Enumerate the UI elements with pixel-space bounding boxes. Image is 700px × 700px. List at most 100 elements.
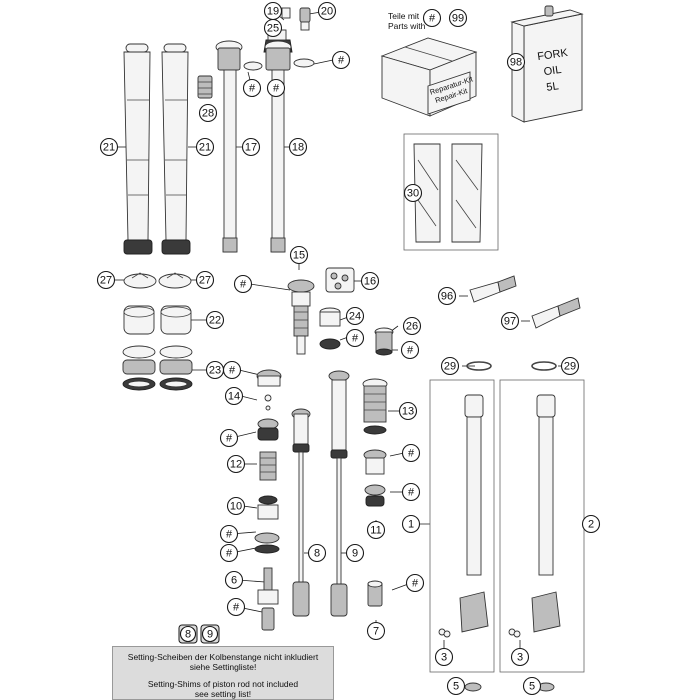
callout-label: # [226,529,233,541]
callout-hash-19: # [345,328,365,348]
callout-14-23: 14 [224,386,244,406]
callout-30-52: 30 [403,183,423,203]
callout-1-41: 1 [401,514,421,534]
callout-label: 20 [321,6,333,18]
callout-label: 21 [103,142,115,154]
note-en-line2: see setting list! [194,689,252,699]
callout-label: 29 [564,361,576,373]
note-de-line2: siehe Settingliste! [189,662,257,672]
callout-label: # [226,548,233,560]
callout-3-43: 3 [434,647,454,667]
outer-tube-right [161,43,191,255]
callout-11-36: 11 [366,520,386,540]
oil-can-label-line2: OIL [543,64,562,78]
callout-label: 27 [100,275,112,287]
callout-label: 1 [408,519,414,531]
callout-17-9: 17 [241,137,261,157]
callout-7-38: 7 [366,621,386,641]
callout-label: # [429,13,436,25]
callout-hash-34: # [401,443,421,463]
callout-13-33: 13 [398,401,418,421]
callout-27-12: 27 [195,270,215,290]
cartridge-15 [287,279,315,355]
callout-21-7: 21 [195,137,215,157]
callout-hash-4: # [242,78,262,98]
callout-2-42: 2 [581,514,601,534]
callout-hash-28: # [219,543,239,563]
header-parts-with-de: Teile mit [388,11,420,21]
callout-label: # [240,279,247,291]
repair-kit-box [380,37,478,117]
callout-label: 5 [529,681,535,693]
callout-20-1: 20 [317,1,337,21]
callout-label: 12 [230,459,242,471]
callout-26-20: 26 [402,316,422,336]
grease-tube-97 [531,297,581,329]
callout-label: # [408,487,415,499]
callout-hash-49: # [422,8,442,28]
callout-3-44: 3 [510,647,530,667]
callout-8-31: 8 [307,543,327,563]
callout-label: 10 [230,501,242,513]
callout-label: 29 [444,361,456,373]
callout-label: 5 [453,681,459,693]
oil-can-label-line3: 5L [546,80,560,94]
setting-shims-note: Setting-Scheiben der Kolbenstange nicht … [112,646,334,700]
callout-label: 21 [199,142,211,154]
damper-stack-left [254,369,282,631]
note-de-line1: Setting-Scheiben der Kolbenstange nicht … [127,652,319,662]
callout-label: 3 [517,652,523,664]
callout-label: 9 [352,548,358,560]
callout-hash-37: # [405,573,425,593]
callout-label: 96 [441,291,453,303]
fork-oil-can [510,5,584,123]
callout-label: 7 [373,626,379,638]
callout-hash-3: # [331,50,351,70]
callout-label: 17 [245,142,257,154]
callout-label: 22 [209,315,221,327]
callout-98-51: 98 [506,52,526,72]
callout-21-6: 21 [99,137,119,157]
callout-label: 98 [510,57,522,69]
callout-29-39: 29 [440,356,460,376]
callout-label: 8 [185,629,191,641]
callout-label: # [273,83,280,95]
callout-hash-30: # [226,597,246,617]
callout-label: 14 [228,391,240,403]
callout-label: 16 [364,276,376,288]
callout-19-0: 19 [263,1,283,21]
bushings-27 [123,272,192,289]
callout-label: 26 [406,321,418,333]
outer-tube-left [123,43,153,255]
callout-25-2: 25 [263,18,283,38]
fork-leg-panel-2 [499,379,585,692]
damper-stack-right [362,378,388,607]
callout-label: 18 [292,142,304,154]
callout-hash-5: # [266,78,286,98]
callout-27-11: 27 [96,270,116,290]
spring-28 [197,75,213,99]
valve-26 [374,327,394,356]
callout-label: 6 [231,575,237,587]
callout-8-55: 8 [178,624,198,644]
callout-28-8: 28 [198,103,218,123]
callout-label: # [233,602,240,614]
callout-9-32: 9 [345,543,365,563]
callout-29-40: 29 [560,356,580,376]
callout-label: 3 [441,652,447,664]
callout-23-14: 23 [205,360,225,380]
callout-label: 9 [207,629,213,641]
callout-hash-35: # [401,482,421,502]
grease-tube-96 [469,275,517,303]
callout-hash-16: # [233,274,253,294]
callout-5-45: 5 [446,676,466,696]
callout-99-50: 99 [448,8,468,28]
callout-12-25: 12 [226,454,246,474]
callout-label: 27 [199,275,211,287]
small-parts-16 [325,267,355,293]
callout-18-10: 18 [288,137,308,157]
seals-23 [122,345,193,391]
callout-hash-27: # [219,524,239,544]
